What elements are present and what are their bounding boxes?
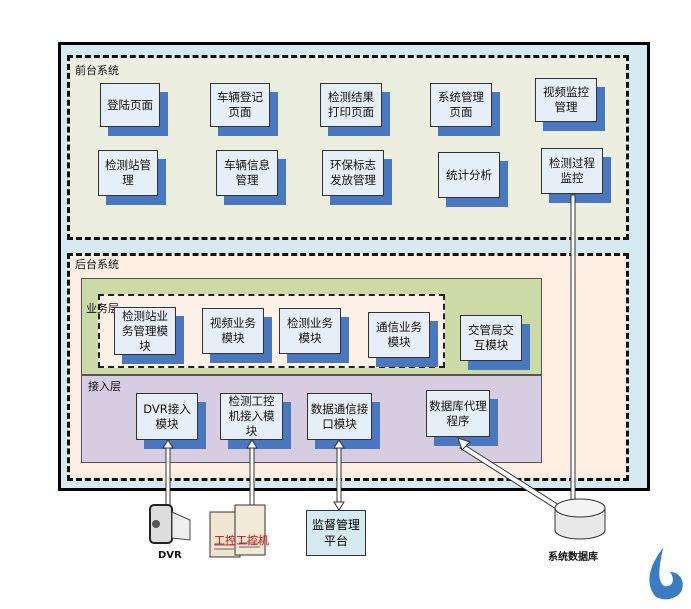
module-dvr-access[interactable]: DVR接入模块 bbox=[136, 393, 198, 440]
module-result-print[interactable]: 检测结果打印页面 bbox=[320, 83, 382, 127]
database-label: 系统数据库 bbox=[548, 552, 598, 563]
module-statistics[interactable]: 统计分析 bbox=[438, 152, 500, 198]
arrow-ipc bbox=[246, 439, 258, 449]
dvr-label: DVR bbox=[158, 550, 182, 561]
module-traffic-bureau[interactable]: 交管局交互模块 bbox=[460, 315, 522, 361]
module-station-admin[interactable]: 检测站管理 bbox=[98, 150, 158, 196]
arrow-platform-up bbox=[333, 439, 345, 449]
module-vehicle-register[interactable]: 车辆登记页面 bbox=[210, 83, 270, 127]
line-monitor-db bbox=[570, 194, 576, 516]
database-icon bbox=[554, 498, 606, 540]
module-vehicle-info[interactable]: 车辆信息管理 bbox=[216, 150, 278, 196]
business-layer-label: 业务层 bbox=[86, 302, 119, 315]
module-inspection-business[interactable]: 检测业务模块 bbox=[279, 308, 341, 354]
module-process-monitor[interactable]: 检测过程监控 bbox=[541, 148, 603, 194]
line-dvr bbox=[165, 445, 171, 509]
line-platform bbox=[336, 445, 342, 505]
module-data-comm[interactable]: 数据通信接口模块 bbox=[307, 393, 372, 440]
logo-icon bbox=[649, 548, 683, 600]
module-db-proxy[interactable]: 数据库代理程序 bbox=[426, 390, 490, 437]
module-ipc-access[interactable]: 检测工控机接入模块 bbox=[220, 393, 283, 440]
arrow-dvr bbox=[162, 439, 174, 449]
module-comm-business[interactable]: 通信业务模块 bbox=[368, 312, 430, 358]
module-video-business[interactable]: 视频业务模块 bbox=[202, 308, 264, 354]
module-video-monitor[interactable]: 视频监控管理 bbox=[535, 78, 597, 122]
line-ipc bbox=[249, 445, 255, 507]
supervision-platform[interactable]: 监督管理平台 bbox=[306, 510, 366, 556]
module-login-page[interactable]: 登陆页面 bbox=[100, 83, 160, 127]
module-system-admin[interactable]: 系统管理页面 bbox=[430, 83, 492, 127]
access-layer-label: 接入层 bbox=[88, 380, 121, 393]
back-system-label: 后台系统 bbox=[75, 258, 119, 271]
arrow-db-proxy bbox=[457, 437, 471, 451]
arrow-platform-down bbox=[333, 501, 345, 511]
module-eco-label[interactable]: 环保标志发放管理 bbox=[322, 150, 384, 196]
ipc-label: 工控工控机 bbox=[214, 534, 269, 547]
module-station-business[interactable]: 检测站业务管理模块 bbox=[114, 307, 176, 355]
front-system-label: 前台系统 bbox=[75, 64, 119, 77]
dvr-camera-icon bbox=[149, 504, 191, 544]
server-icon bbox=[209, 504, 266, 558]
